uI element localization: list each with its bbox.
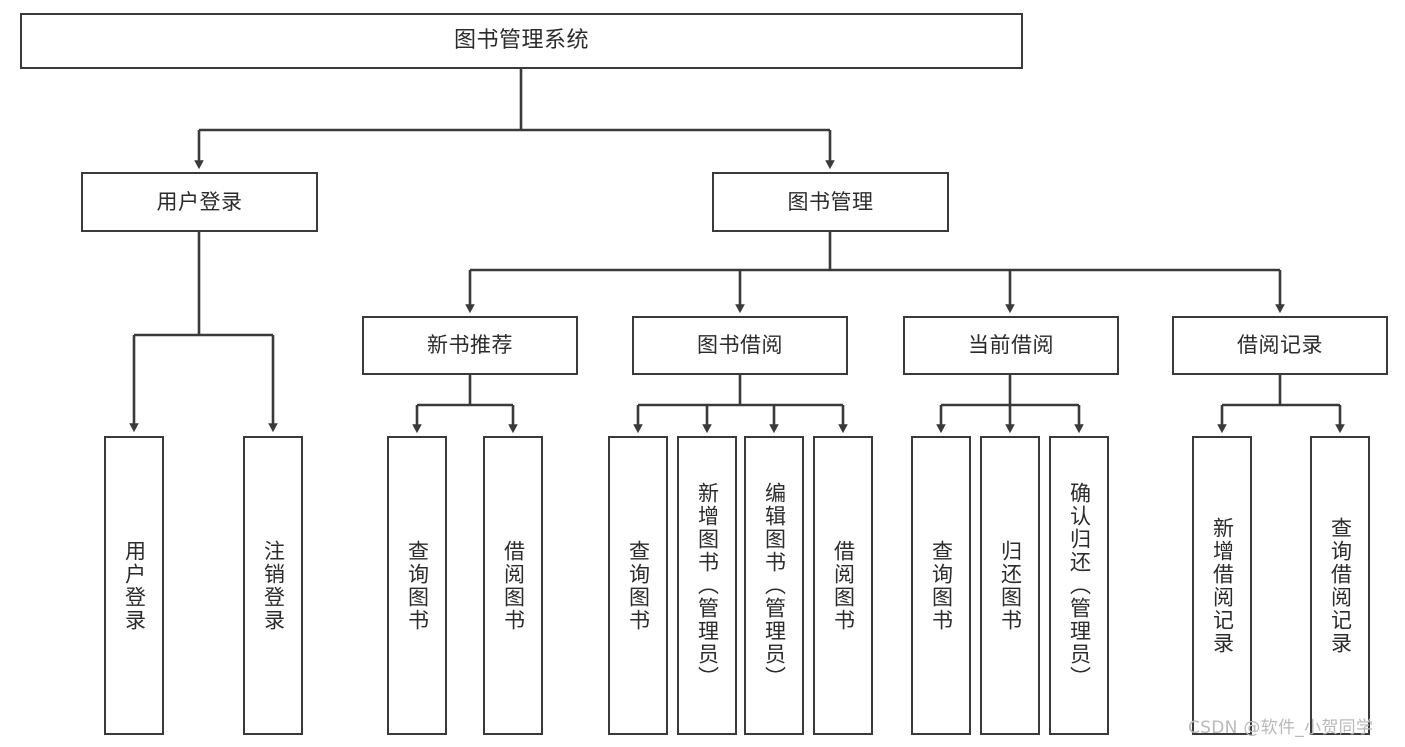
node-label: 新书推荐	[427, 333, 513, 358]
node-label: 注销登录	[261, 539, 286, 632]
node-book-borrow[interactable]: 图书借阅	[632, 316, 848, 375]
leaf-add-book-admin[interactable]: 新增图书（管理员）	[677, 436, 737, 735]
node-label: 用户登录	[122, 539, 147, 632]
node-root-system[interactable]: 图书管理系统	[20, 13, 1023, 69]
leaf-confirm-return-admin[interactable]: 确认归还（管理员）	[1049, 436, 1109, 735]
leaf-user-login[interactable]: 用户登录	[104, 436, 164, 735]
node-label: 新增图书（管理员）	[695, 482, 720, 689]
node-label: 当前借阅	[968, 333, 1054, 358]
node-label: 借阅图书	[501, 539, 526, 632]
leaf-edit-book-admin[interactable]: 编辑图书（管理员）	[744, 436, 804, 735]
node-label: 归还图书	[998, 539, 1023, 632]
node-label: 借阅记录	[1237, 333, 1323, 358]
node-user-login[interactable]: 用户登录	[81, 172, 318, 232]
node-label: 借阅图书	[831, 539, 856, 632]
node-label: 查询图书	[405, 539, 430, 632]
node-new-book-recommend[interactable]: 新书推荐	[362, 316, 578, 375]
node-label: 编辑图书（管理员）	[762, 482, 787, 689]
leaf-query-borrow-record[interactable]: 查询借阅记录	[1310, 436, 1370, 735]
leaf-return-book[interactable]: 归还图书	[980, 436, 1040, 735]
csdn-watermark: CSDN @软件_小贺同学	[1188, 718, 1374, 738]
node-label: 确认归还（管理员）	[1067, 482, 1092, 689]
node-current-borrow[interactable]: 当前借阅	[903, 316, 1119, 375]
node-label: 图书借阅	[697, 333, 783, 358]
node-label: 新增借阅记录	[1210, 516, 1235, 655]
node-label: 图书管理系统	[453, 28, 589, 54]
node-label: 图书管理	[787, 189, 874, 214]
leaf-query-book-borrow[interactable]: 查询图书	[608, 436, 668, 735]
leaf-add-borrow-record[interactable]: 新增借阅记录	[1192, 436, 1252, 735]
leaf-borrow-book-recommend[interactable]: 借阅图书	[483, 436, 543, 735]
leaf-query-book-recommend[interactable]: 查询图书	[387, 436, 447, 735]
leaf-logout[interactable]: 注销登录	[243, 436, 303, 735]
node-label: 用户登录	[156, 189, 243, 214]
node-borrow-record[interactable]: 借阅记录	[1172, 316, 1388, 375]
leaf-borrow-book[interactable]: 借阅图书	[813, 436, 873, 735]
node-label: 查询借阅记录	[1328, 516, 1353, 655]
node-label: 查询图书	[626, 539, 651, 632]
node-book-management[interactable]: 图书管理	[712, 172, 949, 232]
leaf-query-book-current[interactable]: 查询图书	[911, 436, 971, 735]
node-label: 查询图书	[929, 539, 954, 632]
